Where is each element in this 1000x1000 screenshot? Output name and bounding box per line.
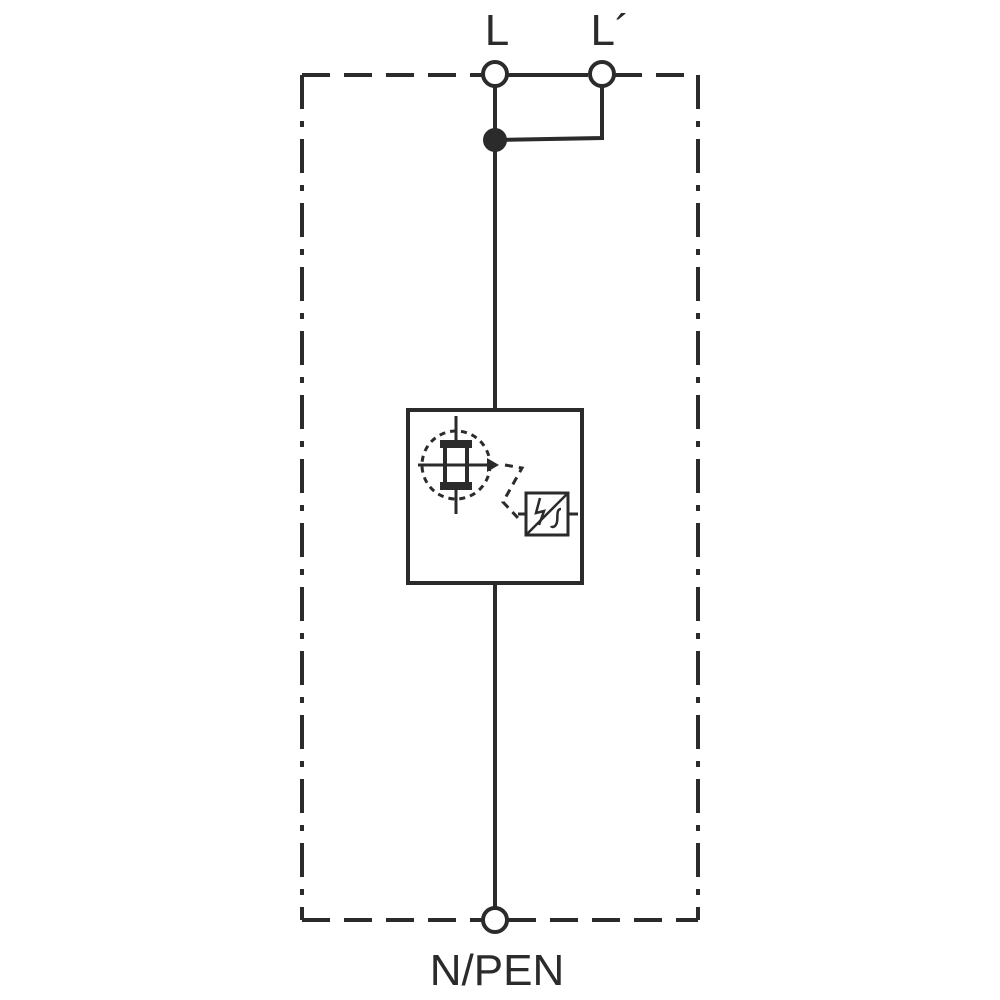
wire-junction-to-l-prime [494,87,604,142]
wiring [493,87,604,908]
terminal-l [481,60,509,88]
device-enclosure [300,73,700,922]
terminal-npen [481,906,509,934]
terminal-l-prime-label: L´ [590,6,629,55]
terminal-l-label: L [485,6,509,55]
terminal-npen-label: N/PEN [430,946,564,995]
spark-gap-icon [418,416,499,514]
junction-dot [483,128,507,152]
thermal-disconnector-icon [518,491,578,537]
terminal-l-prime [588,60,616,88]
